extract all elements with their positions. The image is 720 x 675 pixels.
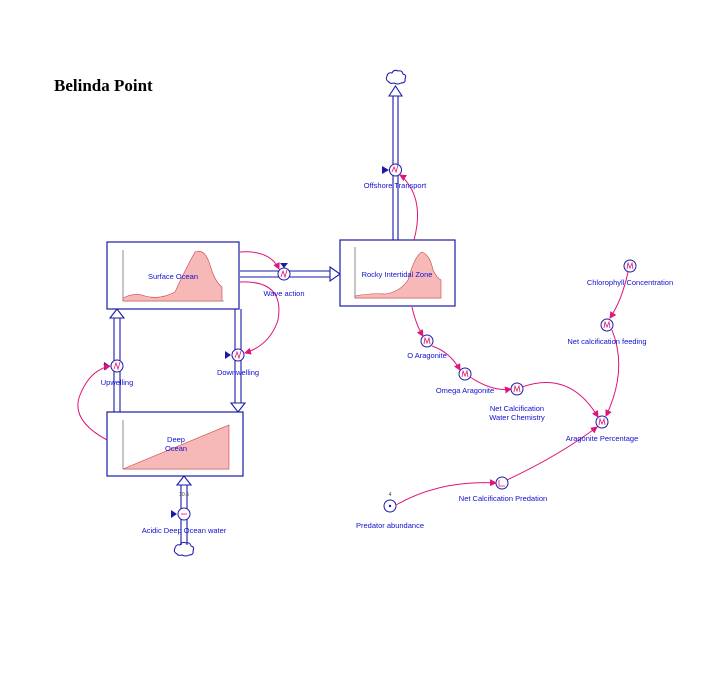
label-net-calc-wc-1: Net Calcification [490,404,544,413]
label-wave-action: Wave action [264,289,305,298]
connector-rocky-to-offshore [399,174,418,241]
connector-o-to-omega-aragonite [431,345,461,371]
offshore-transport-pipe [387,84,404,240]
label-predator-abundance: Predator abundance [356,521,424,530]
aux-chlorophyll[interactable] [623,259,637,273]
aux-net-calc-water-chemistry[interactable] [510,382,524,396]
label-aragonite-percentage: Aragonite Percentage [566,434,639,443]
aux-predator-abundance[interactable] [383,499,397,513]
wave-action-valve[interactable] [277,263,291,281]
aux-o-aragonite[interactable] [420,334,434,348]
connector-rocky-to-o-aragonite [411,306,424,337]
offshore-transport-valve[interactable] [382,163,402,177]
aux-aragonite-percentage[interactable] [595,415,609,429]
label-net-calc-wc-2: Water Chemistry [489,413,545,422]
connector-surface-to-downwelling [239,281,280,355]
cloud-source-offshore-icon [385,69,407,85]
connector-deep-to-upwelling [77,363,111,441]
acidic-water-valve[interactable] [171,507,191,521]
downwelling-valve[interactable] [225,348,245,362]
connector-predator-to-predation [395,479,497,506]
label-net-calc-feeding: Net calcification feeding [567,337,646,346]
connector-feeding-to-aragonite [605,329,620,417]
label-chlorophyll: Chlorophyll Concentration [587,278,673,287]
aux-net-calc-predation[interactable] [495,476,509,490]
label-omega-aragonite: Omega Aragonite [436,386,494,395]
connector-net-calc-wc-to-aragonite [521,382,599,418]
connector-omega-to-net-calc-wc [469,376,512,394]
label-acidic-value: 10.5 [179,492,189,498]
connector-predation-to-aragonite [506,426,598,481]
label-predator-value: 4 [389,492,392,498]
connector-surface-to-wave [239,251,280,270]
label-surface-ocean: Surface Ocean [148,272,198,281]
label-deep-ocean-2: Ocean [165,444,187,453]
label-o-aragonite: O Aragonite [407,351,447,360]
stock-deep-ocean[interactable] [106,411,244,477]
aux-omega-aragonite[interactable] [458,367,472,381]
label-deep-ocean-1: Deep [167,435,185,444]
connector-chlorophyll-to-feeding [609,271,629,319]
label-downwelling: Downwelling [217,368,259,377]
stock-surface-ocean[interactable] [106,241,240,310]
label-offshore-transport: Offshore Transport [364,181,427,190]
cloud-source-acidic-icon [173,541,195,557]
label-net-calc-predation: Net Calcification Predation [459,494,547,503]
upwelling-valve[interactable] [104,359,124,373]
label-acidic-deep-ocean-water: Acidic Deep Ocean water [142,526,227,535]
label-upwelling: Upwelling [101,378,134,387]
label-rocky-intertidal-zone: Rocky Intertidal Zone [362,270,433,279]
stock-rocky-intertidal-zone[interactable] [339,239,456,307]
diagram-title: Belinda Point [54,76,153,95]
aux-net-calc-feeding[interactable] [600,318,614,332]
